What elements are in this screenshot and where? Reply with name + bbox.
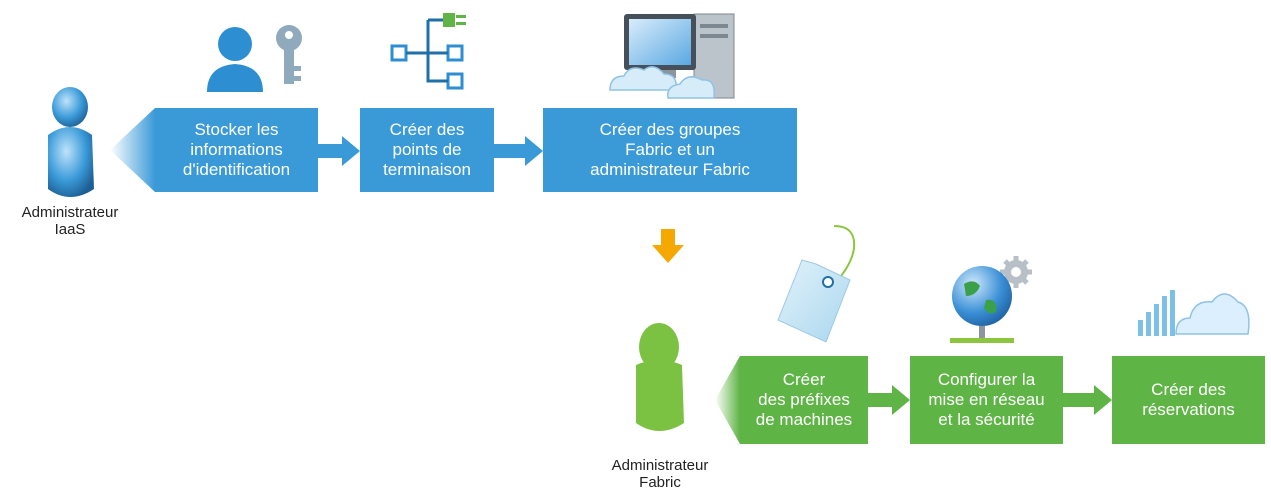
iaas-admin-label: Administrateur IaaS (21, 204, 119, 238)
handoff-down-arrow-icon (652, 229, 684, 263)
step-create-endpoints: Créer des points de terminaison (360, 108, 494, 192)
arrow-right-icon (494, 136, 543, 166)
computer-cloud-icon (609, 13, 735, 99)
fabric-admin-label: Administrateur Fabric (611, 457, 709, 491)
globe-gear-icon (950, 256, 1032, 343)
arrow-right-icon (1063, 385, 1112, 415)
endpoint-tree-icon (390, 13, 466, 90)
arrow-right-icon (868, 385, 910, 415)
tag-icon (777, 225, 856, 343)
arrow-right-icon (318, 136, 360, 166)
fabric-fade-wedge (715, 356, 740, 444)
step-create-reservations: Créer des réservations (1112, 356, 1265, 444)
step-create-fabric-groups: Créer des groupes Fabric et un administr… (543, 108, 797, 192)
step-store-credentials: Stocker les informations d'identificatio… (155, 108, 318, 192)
fabric-admin-person-icon (636, 323, 684, 431)
step-configure-network-security: Configurer la mise en réseau et la sécur… (910, 356, 1063, 444)
cloud-bars-icon (1138, 290, 1250, 336)
iaas-admin-person-icon (48, 87, 94, 197)
step-create-machine-prefixes: Créer des préfixes de machines (740, 356, 868, 444)
user-key-icon (207, 25, 302, 92)
